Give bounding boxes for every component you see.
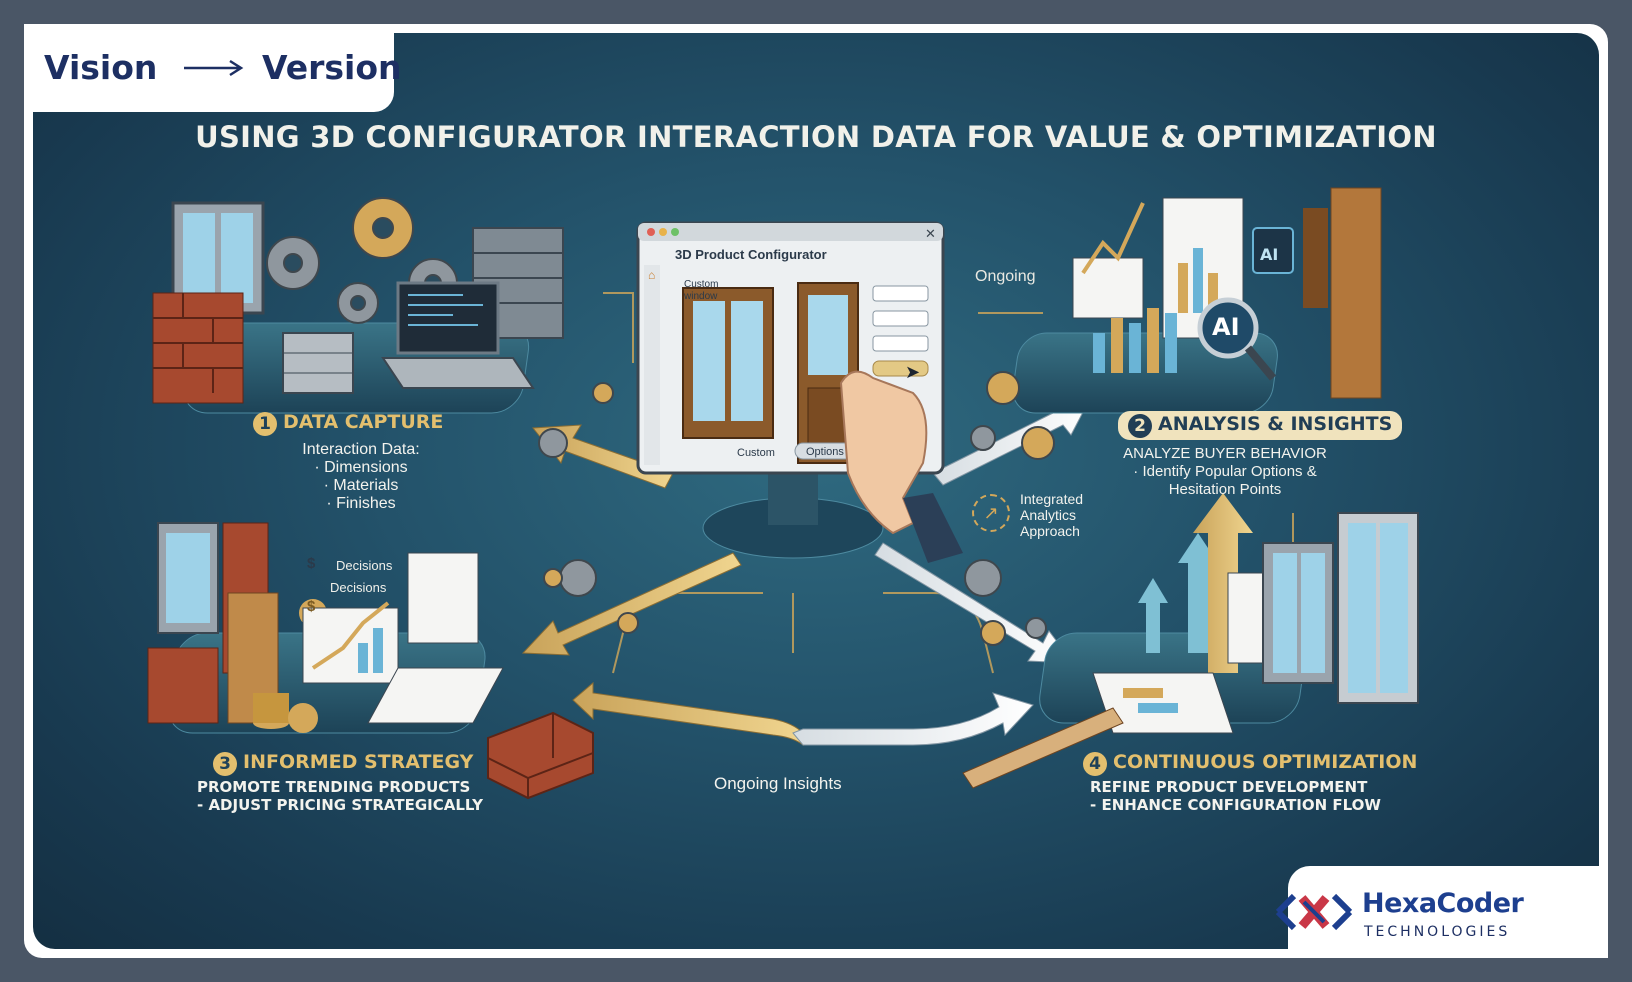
ai-lens-label: AI <box>1212 313 1240 341</box>
cursor-icon: ➤ <box>905 362 921 382</box>
brick-pile <box>487 711 594 800</box>
section-optimization-body: REFINE PRODUCT DEVELOPMENT - ENHANCE CON… <box>1090 778 1381 814</box>
section-strategy-body: PROMOTE TRENDING PRODUCTS - ADJUST PRICI… <box>197 778 483 814</box>
section-analysis-body: ANALYZE BUYER BEHAVIOR · Identify Popula… <box>1123 445 1327 498</box>
company-logo: HexaCoder TECHNOLOGIES <box>1275 866 1608 958</box>
optimization-illustration <box>962 493 1419 789</box>
ai-chip-label: AI <box>1260 245 1279 264</box>
analytics-icon: ↗ <box>972 494 1010 532</box>
decisions-tag-1: Decisions <box>336 558 393 573</box>
brand-vision: Vision <box>44 48 158 87</box>
big-arrows <box>521 392 1094 747</box>
section-optimization-heading: CONTINUOUS OPTIMIZATION <box>1113 751 1418 773</box>
section-optimization-number: 4 <box>1083 752 1107 776</box>
section-analysis-heading: ANALYSIS & INSIGHTS <box>1158 413 1393 435</box>
configurator-label-window: Custom window <box>684 279 719 302</box>
section-strategy-number: 3 <box>213 752 237 776</box>
hexacoder-logo-icon <box>1275 893 1353 931</box>
configurator-window-title: 3D Product Configurator <box>675 247 827 262</box>
configurator-label-custom: Custom <box>737 447 775 459</box>
section-capture-title: 1 DATA CAPTURE <box>253 411 443 436</box>
brand-tab: Vision Version <box>24 24 402 112</box>
window-illustration-1 <box>152 201 265 404</box>
arrow-right-icon <box>184 59 244 77</box>
section-capture-number: 1 <box>253 412 277 436</box>
section-optimization-title: 4 CONTINUOUS OPTIMIZATION <box>1083 751 1417 776</box>
infographic-title: USING 3D CONFIGURATOR INTERACTION DATA F… <box>195 120 1437 154</box>
flow-label-ongoing: Ongoing <box>975 268 1036 285</box>
dollar-icon: $ <box>307 555 316 572</box>
laptop-illustration <box>381 281 535 389</box>
dollar-coin-icon: $ <box>307 598 316 615</box>
logo-name: HexaCoder <box>1362 888 1524 919</box>
configurator-monitor <box>636 221 963 563</box>
section-analysis-title: 2 ANALYSIS & INSIGHTS <box>1118 411 1403 440</box>
infographic-panel <box>33 33 1599 949</box>
section-analysis-number: 2 <box>1128 414 1152 438</box>
logo-subtitle: TECHNOLOGIES <box>1364 924 1511 940</box>
options-button[interactable]: Options <box>806 446 844 458</box>
strategy-illustration <box>147 522 504 733</box>
infographic-illustration <box>147 187 1419 800</box>
flow-label-ongoing-insights: Ongoing Insights <box>714 774 842 793</box>
section-strategy-heading: INFORMED STRATEGY <box>243 751 474 773</box>
brand-version: Version <box>262 48 402 87</box>
section-capture-body: Interaction Data: · Dimensions · Materia… <box>302 441 420 512</box>
section-strategy-title: 3 INFORMED STRATEGY <box>213 751 473 776</box>
flow-label-integrated: Integrated Analytics Approach <box>1020 491 1084 539</box>
close-icon: ✕ <box>925 226 936 241</box>
decisions-tag-2: Decisions <box>330 580 387 595</box>
home-icon: ⌂ <box>648 268 656 282</box>
analysis-illustration <box>1072 187 1382 399</box>
section-capture-heading: DATA CAPTURE <box>283 411 444 433</box>
